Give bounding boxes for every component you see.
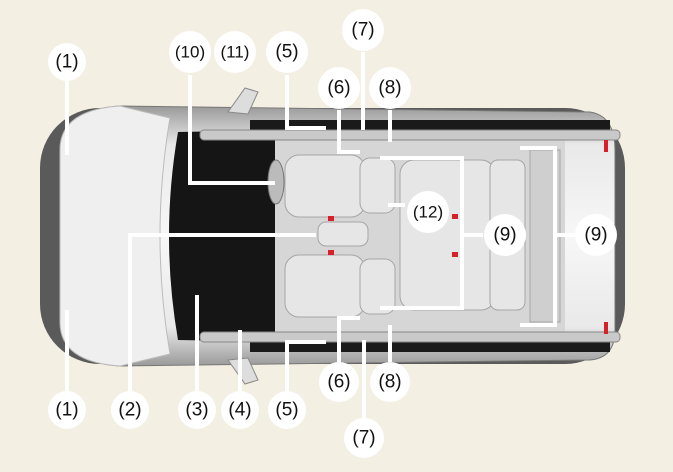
callout-1-bottom: (1): [48, 391, 86, 429]
tail-light-top: [604, 140, 608, 152]
svg-text:(6): (6): [327, 78, 350, 99]
roof-rail-bottom: [199, 331, 621, 343]
svg-text:(12): (12): [413, 203, 443, 222]
svg-text:(1): (1): [55, 52, 78, 73]
callout-8-top: (8): [369, 67, 411, 109]
front-headrest-left: [359, 157, 396, 214]
callout-12: (12): [407, 191, 449, 233]
svg-text:(5): (5): [275, 42, 298, 63]
front-seat-right: [284, 254, 366, 318]
roof-rail-top: [199, 129, 621, 141]
front-headrest-right: [359, 258, 396, 315]
svg-text:(9): (9): [493, 225, 516, 246]
svg-text:(5): (5): [275, 400, 298, 421]
svg-text:(11): (11): [221, 43, 250, 62]
callout-5-bottom: (5): [268, 391, 306, 429]
callout-4: (4): [221, 391, 259, 429]
seatbelt-buckle-icon: [452, 214, 458, 219]
callout-1-top: (1): [48, 43, 86, 81]
leader-lines: [65, 50, 577, 422]
callouts: (1) (1) (10) (11) (5) (7) (6) (8) (12) (…: [48, 9, 617, 458]
front-seat-left: [284, 154, 366, 218]
seatbelt-buckle-icon: [328, 216, 334, 221]
seatbelt-buckle-icon: [328, 250, 334, 255]
callout-7-top: (7): [342, 9, 384, 51]
callout-2: (2): [111, 391, 149, 429]
center-console: [317, 221, 369, 247]
svg-text:(7): (7): [351, 20, 374, 41]
callout-9-outer: (9): [575, 214, 617, 256]
svg-text:(7): (7): [352, 428, 375, 449]
callout-9-inner: (9): [484, 214, 526, 256]
seatbelt-buckle-icon: [452, 252, 458, 257]
callout-10: (10): [169, 31, 211, 73]
svg-text:(8): (8): [378, 372, 401, 393]
svg-text:(3): (3): [185, 400, 208, 421]
callout-3: (3): [178, 391, 216, 429]
car-illustration: [40, 87, 625, 385]
car-hood: [59, 105, 171, 367]
callout-6-top: (6): [318, 67, 360, 109]
mirror-left: [227, 87, 259, 115]
svg-text:(1): (1): [55, 400, 78, 421]
callout-7-bottom: (7): [344, 418, 384, 458]
callout-11: (11): [214, 31, 256, 73]
svg-text:(2): (2): [118, 400, 141, 421]
callout-5-top: (5): [266, 31, 308, 73]
svg-text:(4): (4): [228, 400, 251, 421]
svg-text:(9): (9): [584, 225, 607, 246]
svg-text:(10): (10): [175, 43, 205, 62]
callout-6-bottom: (6): [319, 362, 359, 402]
svg-text:(6): (6): [327, 372, 350, 393]
tail-light-bottom: [604, 322, 608, 334]
callout-8-bottom: (8): [370, 362, 410, 402]
svg-text:(8): (8): [378, 78, 401, 99]
